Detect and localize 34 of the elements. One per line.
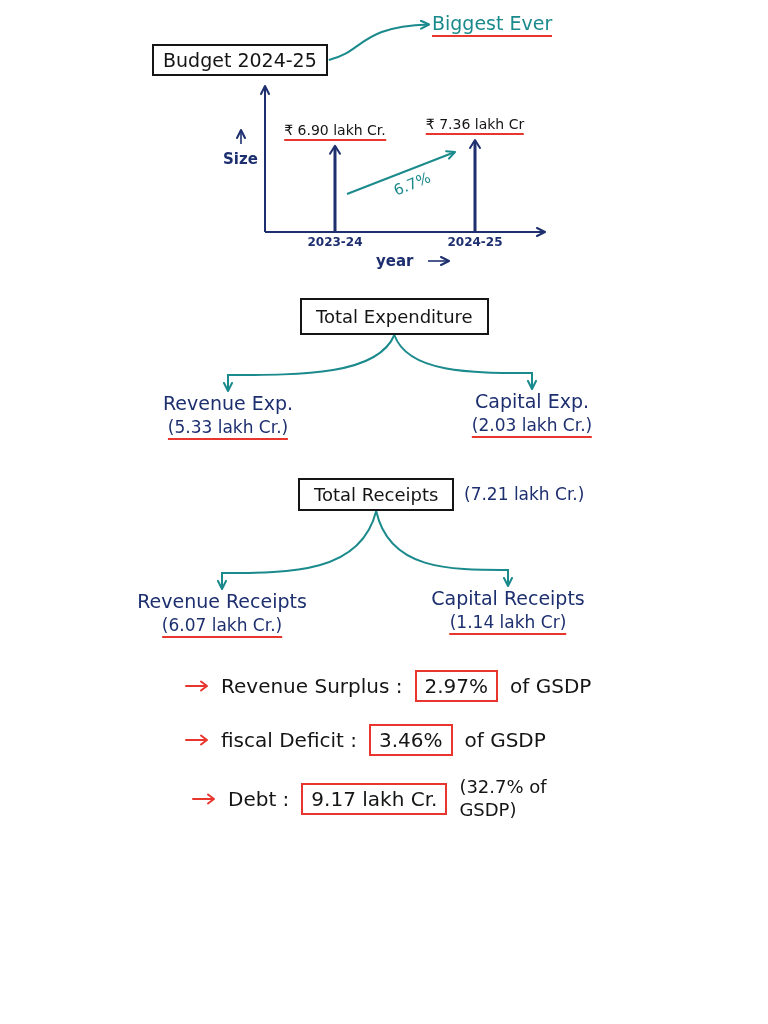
axis-title: year — [376, 252, 414, 270]
arrow — [217, 510, 378, 590]
amount-label: (5.33 lakh Cr.) — [167, 417, 289, 440]
amount-label: (7.21 lakh Cr.) — [464, 484, 585, 504]
metric-label: Debt : — [228, 786, 290, 811]
arrow — [375, 510, 513, 587]
axis-tick-label: 2023-24 — [307, 235, 363, 249]
highlight-box: 2.97% — [414, 670, 499, 702]
amount-label: (1.14 lakh Cr) — [449, 612, 567, 635]
arrow — [393, 334, 537, 390]
category-label: Revenue Exp. — [162, 392, 294, 414]
note-text: Biggest Ever — [432, 12, 553, 37]
heading-box: Total Receipts — [298, 478, 455, 511]
amount-label: (6.07 lakh Cr.) — [161, 615, 283, 638]
note-label: of GSDP — [510, 674, 592, 698]
axis-title: Size — [223, 150, 258, 168]
category-label: Capital Exp. — [475, 390, 589, 412]
amount-label: (2.03 lakh Cr.) — [471, 415, 593, 438]
note-label: of GSDP — [464, 728, 546, 752]
axis-tick-label: 2024-25 — [447, 235, 503, 249]
category-label: Revenue Receipts — [137, 590, 307, 612]
arrow — [327, 20, 430, 61]
highlight-box: 9.17 lakh Cr. — [301, 782, 448, 815]
annotation-label: 6.7% — [391, 168, 434, 200]
heading-box: Budget 2024-25 — [152, 44, 328, 76]
arrow — [223, 334, 396, 392]
heading-box: Total Expenditure — [300, 298, 489, 335]
note-label: (32.7% of GSDP) — [459, 776, 548, 821]
value-label: ₹ 6.90 lakh Cr. — [284, 121, 386, 141]
metric-label: fiscal Deficit : — [221, 728, 357, 752]
value-label: ₹ 7.36 lakh Cr — [425, 116, 525, 135]
metric-label: Revenue Surplus : — [221, 674, 403, 698]
category-label: Capital Receipts — [431, 587, 585, 609]
highlight-box: 3.46% — [369, 724, 453, 756]
